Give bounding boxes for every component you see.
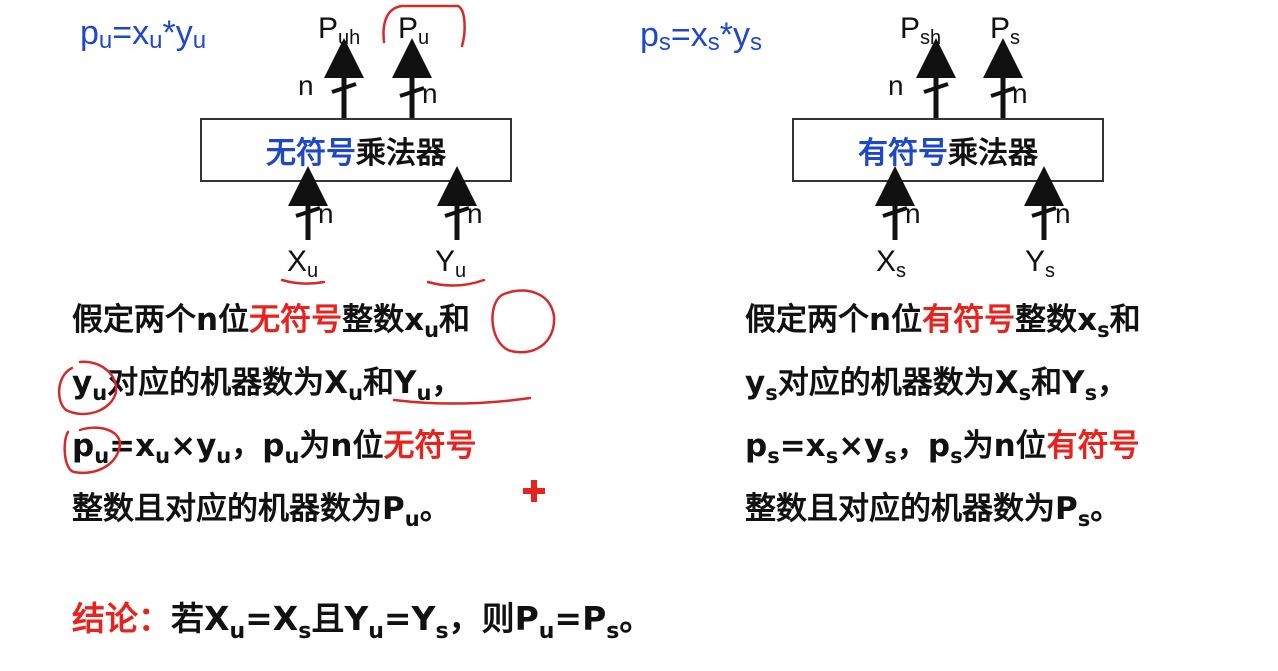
right-input-y: Ys	[1025, 245, 1056, 282]
right-description: 假定两个n位有符号整数xs和 ys对应的机器数为Xs和Ys， ps=xs×ys，…	[745, 290, 1141, 542]
conclusion-label: 结论：	[72, 599, 171, 638]
right-in-width-label-1: n	[905, 198, 921, 229]
right-desc-line-1: 假定两个n位有符号整数xs和	[745, 302, 1141, 342]
right-desc-line-3: ps=xs×ys，ps为n位有符号	[745, 428, 1140, 468]
signed-keyword: 有符号	[858, 136, 948, 171]
left-desc-line-1: 假定两个n位无符号整数xu和	[72, 302, 471, 342]
multiplier-label: 乘法器	[948, 136, 1038, 171]
unsigned-keyword: 无符号	[266, 136, 356, 171]
right-output-high: Psh	[900, 12, 942, 49]
red-cross-mark	[523, 480, 545, 502]
right-output-low: Ps	[990, 12, 1021, 49]
multiplier-label: 乘法器	[356, 136, 446, 171]
right-desc-line-2: ys对应的机器数为Xs和Ys，	[745, 365, 1129, 405]
right-out-width-label-1: n	[888, 70, 904, 101]
left-description: 假定两个n位无符号整数xu和 yu对应的机器数为Xu和Yu， pu=xu×yu，…	[72, 290, 476, 542]
signed-multiplier-box: 有符号乘法器	[792, 118, 1104, 182]
left-output-high: Puh	[318, 12, 361, 49]
right-desc-line-4: 整数且对应的机器数为Ps。	[745, 491, 1122, 531]
left-in-width-label-2: n	[467, 198, 483, 229]
left-output-low: Pu	[398, 12, 430, 49]
left-in-width-label-1: n	[318, 198, 334, 229]
left-desc-line-4: 整数且对应的机器数为Pu。	[72, 491, 451, 531]
unsigned-multiplier-box: 无符号乘法器	[200, 118, 512, 182]
right-formula: ps=xs*ys	[640, 16, 763, 56]
left-desc-line-3: pu=xu×yu，pu为n位无符号	[72, 428, 477, 468]
conclusion: 结论：若Xu=Xs且Yu=Ys，则Pu=Ps。	[72, 599, 653, 644]
right-out-width-label-2: n	[1012, 78, 1028, 109]
left-input-y: Yu	[435, 245, 467, 282]
right-in-width-label-2: n	[1055, 198, 1071, 229]
left-desc-line-2: yu对应的机器数为Xu和Yu，	[72, 365, 463, 405]
left-input-x: Xu	[287, 245, 319, 282]
left-out-width-label-1: n	[298, 70, 314, 101]
left-formula: pu=xu*yu	[80, 14, 207, 54]
right-input-x: Xs	[876, 245, 907, 282]
left-out-width-label-2: n	[422, 78, 438, 109]
